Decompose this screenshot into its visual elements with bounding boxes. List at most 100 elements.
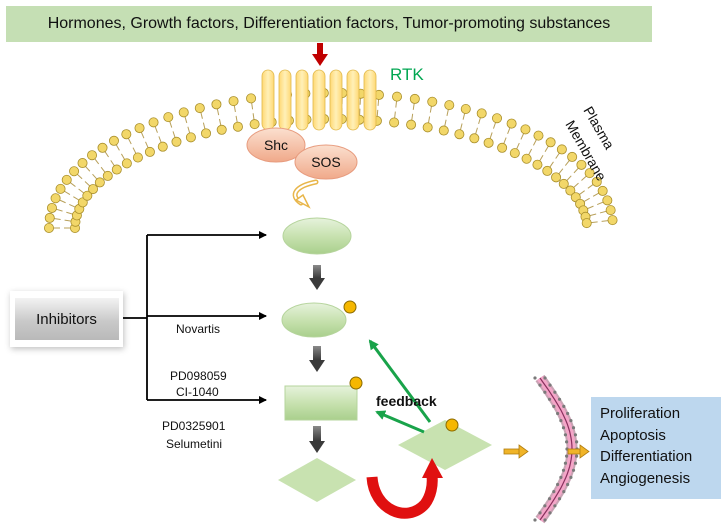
lipid-head	[607, 215, 618, 226]
lipid-head	[497, 142, 508, 153]
shc-adaptor	[246, 127, 306, 163]
membrane-dot	[573, 461, 578, 465]
feedback-arrow-to-mek	[375, 410, 425, 434]
lipid-head	[94, 177, 105, 188]
lipid-head	[216, 124, 227, 135]
lipid-head	[521, 153, 532, 164]
sos-adaptor	[294, 144, 358, 180]
drug-novartis: Novartis	[176, 322, 221, 336]
membrane-dot	[553, 504, 557, 508]
lipid-head	[55, 183, 66, 194]
lipid-head	[551, 172, 562, 183]
membrane-dot	[553, 390, 557, 394]
membrane-dot	[573, 433, 578, 437]
lipid-head	[392, 91, 403, 102]
lipid-head	[389, 117, 400, 128]
activation-curved-arrow	[292, 179, 319, 209]
lipid-head	[406, 119, 417, 130]
lipid-head	[87, 150, 98, 161]
membrane-dot	[575, 454, 579, 458]
sos-label: SOS	[311, 154, 341, 170]
lipid-head	[576, 159, 587, 170]
lipid-head	[565, 185, 576, 196]
membrane-dot	[559, 419, 563, 423]
membrane-dot	[562, 404, 566, 408]
membrane-dot	[533, 518, 537, 522]
membrane-dot	[547, 497, 552, 501]
feedback-label: feedback	[376, 393, 437, 409]
lipid-head	[61, 174, 72, 185]
lipid-head	[132, 152, 143, 163]
lipid-head	[232, 121, 243, 132]
receptor-helix	[295, 69, 309, 131]
lipid-head	[492, 113, 503, 124]
nuclear-transport-arrow	[503, 444, 529, 459]
receptor-helix	[261, 69, 275, 131]
lipid-head	[69, 166, 80, 177]
lipid-head	[88, 184, 99, 195]
membrane-dot	[543, 390, 547, 394]
lipid-head	[111, 164, 122, 175]
drug-selumetini: Selumetini	[166, 437, 223, 451]
mek-node	[284, 385, 358, 421]
lipid-head	[597, 185, 608, 196]
raf-node	[281, 302, 347, 338]
lipid-head	[97, 142, 108, 153]
lipid-head	[46, 202, 57, 213]
rtk-receptor	[261, 69, 377, 131]
membrane-dot	[557, 497, 562, 501]
lipid-head	[157, 141, 168, 152]
lipid-head	[509, 148, 520, 159]
lipid-head	[520, 124, 531, 135]
membrane-dot	[538, 511, 542, 515]
outcome-arrow	[567, 444, 590, 459]
drug-pd098059: PD098059	[170, 369, 227, 383]
outcome-apoptosis: Apoptosis	[600, 426, 666, 444]
receptor-helix	[363, 69, 377, 131]
membrane-dot	[571, 426, 576, 430]
membrane-dot	[569, 475, 573, 479]
membrane-dot	[548, 511, 552, 515]
mek-phospho-dot	[349, 376, 363, 390]
lipid-head	[409, 93, 420, 104]
membrane-dot	[556, 482, 560, 487]
cascade-arrow-3	[309, 426, 325, 453]
membrane-dot	[565, 440, 569, 444]
membrane-dot	[569, 419, 573, 423]
membrane-dot	[533, 376, 537, 380]
membrane-dot	[563, 433, 568, 437]
membrane-dot	[571, 468, 576, 472]
lipid-head	[134, 123, 145, 134]
membrane-dot	[543, 504, 547, 508]
lipid-head	[506, 118, 517, 129]
lipid-head	[178, 107, 189, 118]
outcome-proliferation: Proliferation	[600, 405, 681, 422]
lipid-head	[532, 159, 543, 170]
membrane-dot	[548, 383, 552, 387]
outcome-differentiation: Differentiation	[600, 448, 693, 465]
lipid-head	[50, 193, 61, 204]
lipid-head	[476, 108, 487, 119]
lipid-head	[246, 93, 257, 104]
drug-ci1040: CI-1040	[176, 385, 219, 399]
membrane-dot	[538, 383, 542, 387]
membrane-dot	[556, 411, 560, 416]
receptor-helix	[329, 69, 343, 131]
lipid-head	[148, 117, 159, 128]
lipid-head	[581, 218, 592, 229]
lipid-head	[108, 135, 119, 146]
lipid-head	[558, 178, 569, 189]
membrane-dot	[562, 490, 566, 494]
inhibitors-label: Inhibitors	[14, 298, 119, 340]
lipid-head	[211, 99, 222, 110]
ligand-arrow	[312, 43, 328, 66]
lipid-head	[584, 168, 595, 179]
lipid-head	[533, 130, 544, 141]
lipid-head	[228, 96, 239, 107]
membrane-dot	[543, 376, 547, 380]
membrane-dot	[557, 397, 562, 401]
lipid-head	[121, 158, 132, 169]
lipid-head	[194, 103, 205, 114]
phosphorylation-cycle-arrow	[366, 458, 443, 519]
lipid-head	[201, 128, 212, 139]
